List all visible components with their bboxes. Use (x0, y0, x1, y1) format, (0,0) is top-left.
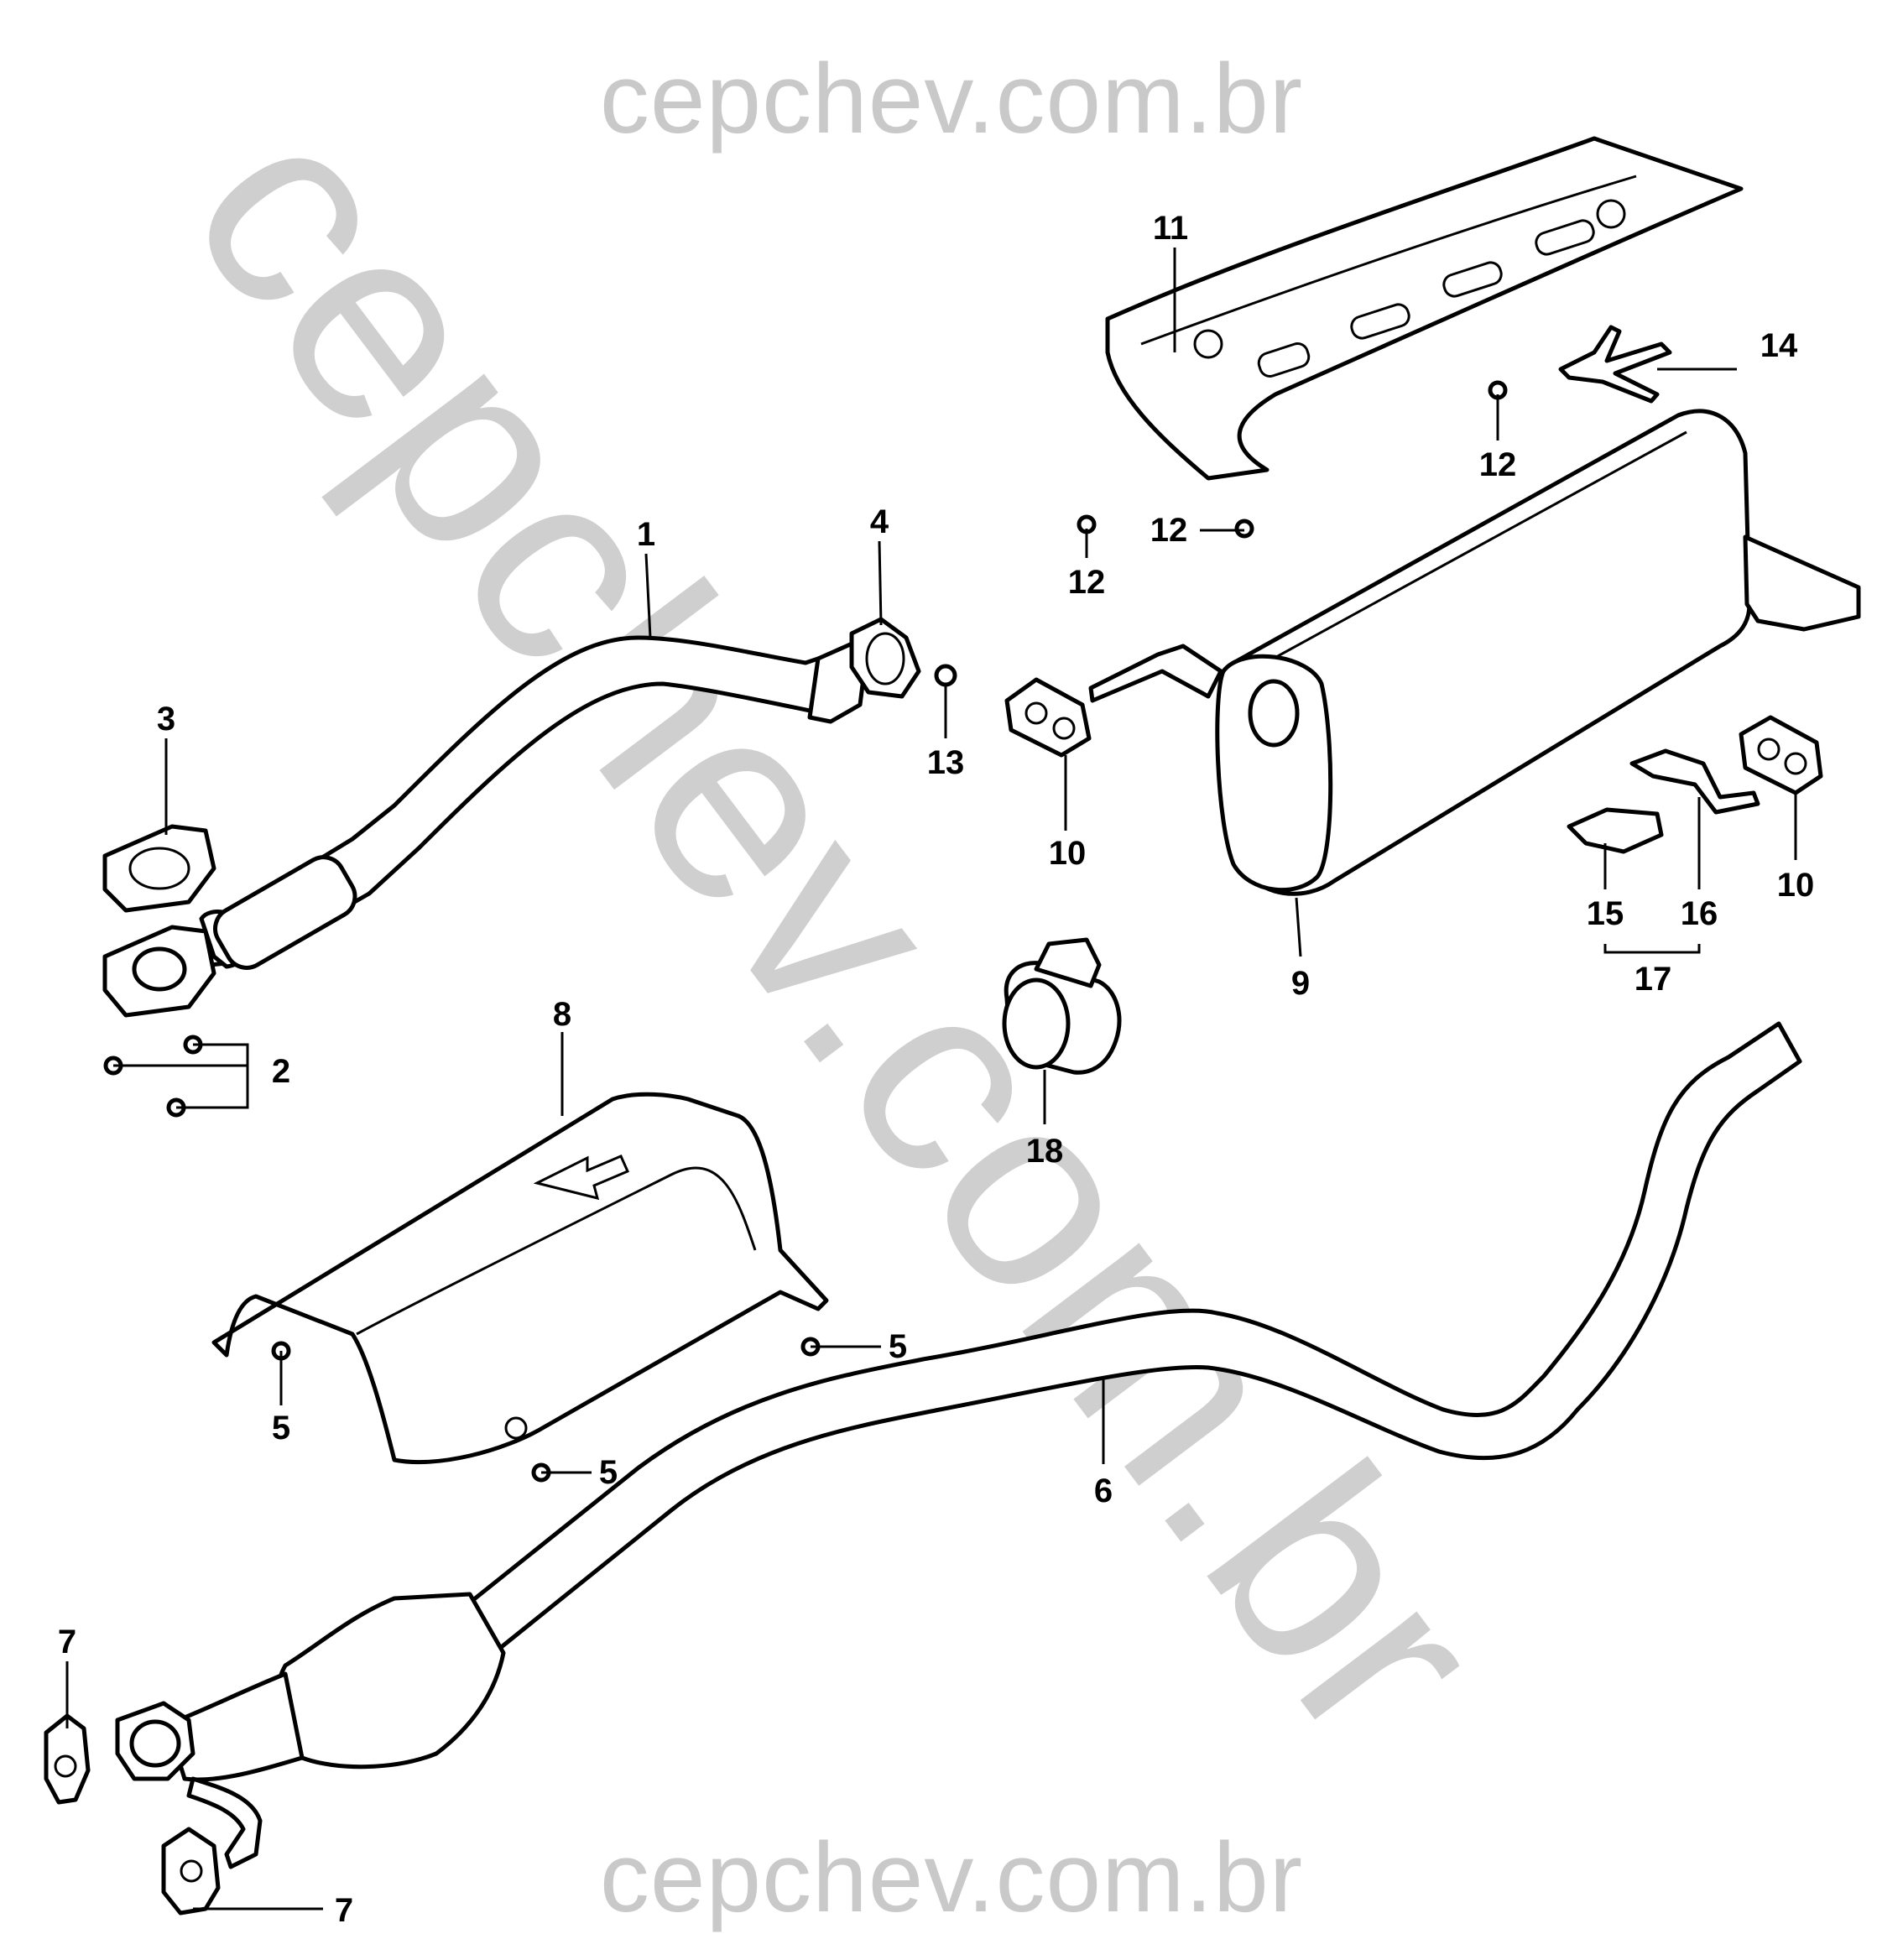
callout-4: 4 (870, 503, 889, 540)
callout-7a: 7 (58, 1624, 76, 1660)
callout-12c: 12 (1479, 446, 1517, 483)
callout-15: 15 (1587, 895, 1624, 932)
watermark-top: cepchev.com.br (599, 44, 1304, 154)
exhaust-clamp[interactable] (1002, 937, 1122, 1075)
callout-7b: 7 (335, 1892, 353, 1929)
callout-17: 17 (1634, 961, 1672, 998)
callout-5b: 5 (889, 1328, 907, 1365)
heat-shield-front[interactable] (211, 1092, 829, 1465)
bracket-15[interactable] (1567, 807, 1664, 854)
rubber-hanger-left[interactable] (1004, 677, 1092, 758)
rear-flange-gasket[interactable] (849, 617, 921, 699)
bracket-16[interactable] (1629, 748, 1760, 815)
callout-10b: 10 (1777, 867, 1815, 904)
callout-10a: 10 (1049, 835, 1087, 872)
heat-shield-rear[interactable] (1105, 136, 1744, 481)
rubber-hanger-right[interactable] (1739, 715, 1823, 795)
callout-11: 11 (1153, 210, 1188, 247)
rear-hanger-bracket[interactable] (1558, 325, 1672, 404)
leader-lines (65, 248, 1797, 1910)
callout-1: 1 (637, 516, 655, 553)
rear-muffler[interactable] (1088, 409, 1861, 896)
front-rubber-hanger-b[interactable] (161, 1827, 221, 1916)
watermark-bottom: cepchev.com.br (599, 1822, 1304, 1933)
callout-6: 6 (1094, 1473, 1113, 1509)
nut-13[interactable] (934, 664, 957, 687)
callout-5a: 5 (272, 1410, 290, 1447)
nut-12-b[interactable] (1234, 519, 1254, 539)
intermediate-pipe-with-catalytic-converter[interactable] (115, 1021, 1802, 1869)
front-rubber-hanger-a[interactable] (44, 1713, 91, 1805)
front-pipe-flange[interactable] (102, 925, 216, 1018)
callout-3: 3 (157, 701, 175, 738)
front-exhaust-pipe[interactable] (199, 635, 867, 976)
callout-13: 13 (927, 744, 965, 781)
callout-12a: 12 (1068, 564, 1106, 601)
callout-5c: 5 (599, 1454, 618, 1491)
callout-18: 18 (1026, 1133, 1064, 1170)
callout-16: 16 (1681, 895, 1718, 932)
callout-2: 2 (272, 1053, 290, 1090)
callout-9: 9 (1291, 965, 1310, 1002)
front-pipe-gasket[interactable] (102, 824, 216, 913)
callout-8: 8 (553, 996, 571, 1033)
callout-12b: 12 (1150, 512, 1188, 549)
callout-14: 14 (1760, 327, 1798, 364)
